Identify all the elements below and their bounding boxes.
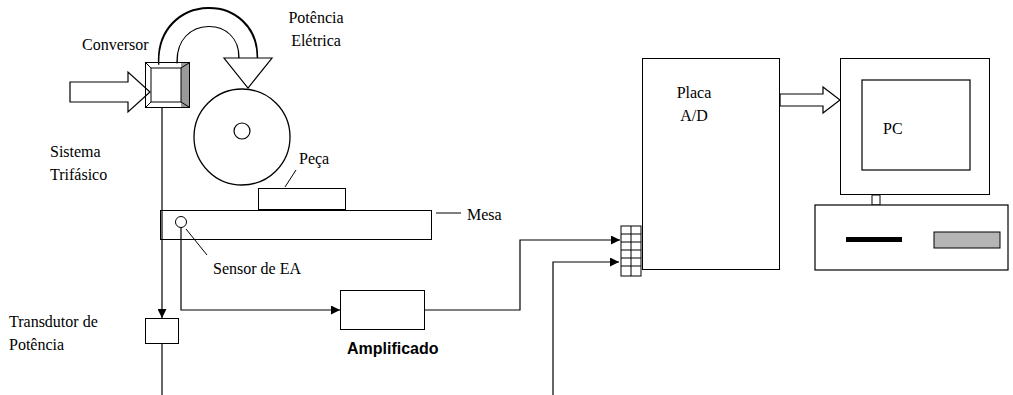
converter-face (151, 68, 181, 102)
bevel-edge (146, 63, 151, 68)
wheel-hub (234, 123, 250, 139)
monitor-neck (872, 195, 880, 205)
computer-case (815, 205, 1008, 270)
hollow-arrow (780, 87, 840, 113)
workpiece: Peça (258, 188, 346, 210)
node-label: Mesa (467, 203, 502, 226)
ae-sensor: Sensor de EA (175, 216, 187, 228)
leader-line (285, 170, 296, 187)
converter-bevel (181, 63, 189, 107)
computer-monitor: PC (840, 58, 990, 195)
node-label: Placa A/D (665, 81, 723, 127)
node-label: Peça (299, 147, 329, 170)
amplifier: Amplificado (340, 290, 425, 330)
signal-wire (181, 228, 340, 310)
power-arrow-head (224, 58, 272, 88)
monitor-screen (862, 80, 970, 170)
bevel-edge (146, 102, 151, 107)
node-label: Sensor de EA (213, 257, 301, 280)
grinding-wheel (194, 89, 290, 185)
leader-line (186, 229, 207, 255)
supply-label: Sistema Trifásico (50, 140, 125, 186)
node-label: PC (883, 117, 903, 140)
leader-line (436, 213, 461, 214)
ad-board: Placa A/D (642, 58, 780, 270)
drive-slot (846, 237, 902, 242)
node-label: Conversor (82, 33, 149, 56)
connector-block (621, 226, 641, 276)
signal-wire (161, 108, 162, 318)
bevel-edge (181, 102, 189, 107)
wire (553, 262, 619, 395)
connector-pin (631, 226, 632, 276)
drive-bay (934, 232, 1000, 248)
machine-table: MesaSensor de EA (160, 210, 432, 240)
power-label: Potência Elétrica (280, 6, 352, 52)
wire (161, 344, 162, 395)
bevel-edge (181, 63, 189, 68)
power-transducer: Transdutor de Potência (145, 318, 179, 344)
node-label: Transdutor de Potência (9, 310, 109, 356)
signal-wire (425, 240, 620, 310)
converter-box: Conversor (145, 62, 190, 108)
supply-arrow (70, 72, 150, 112)
node-label: Amplificado (347, 337, 439, 360)
